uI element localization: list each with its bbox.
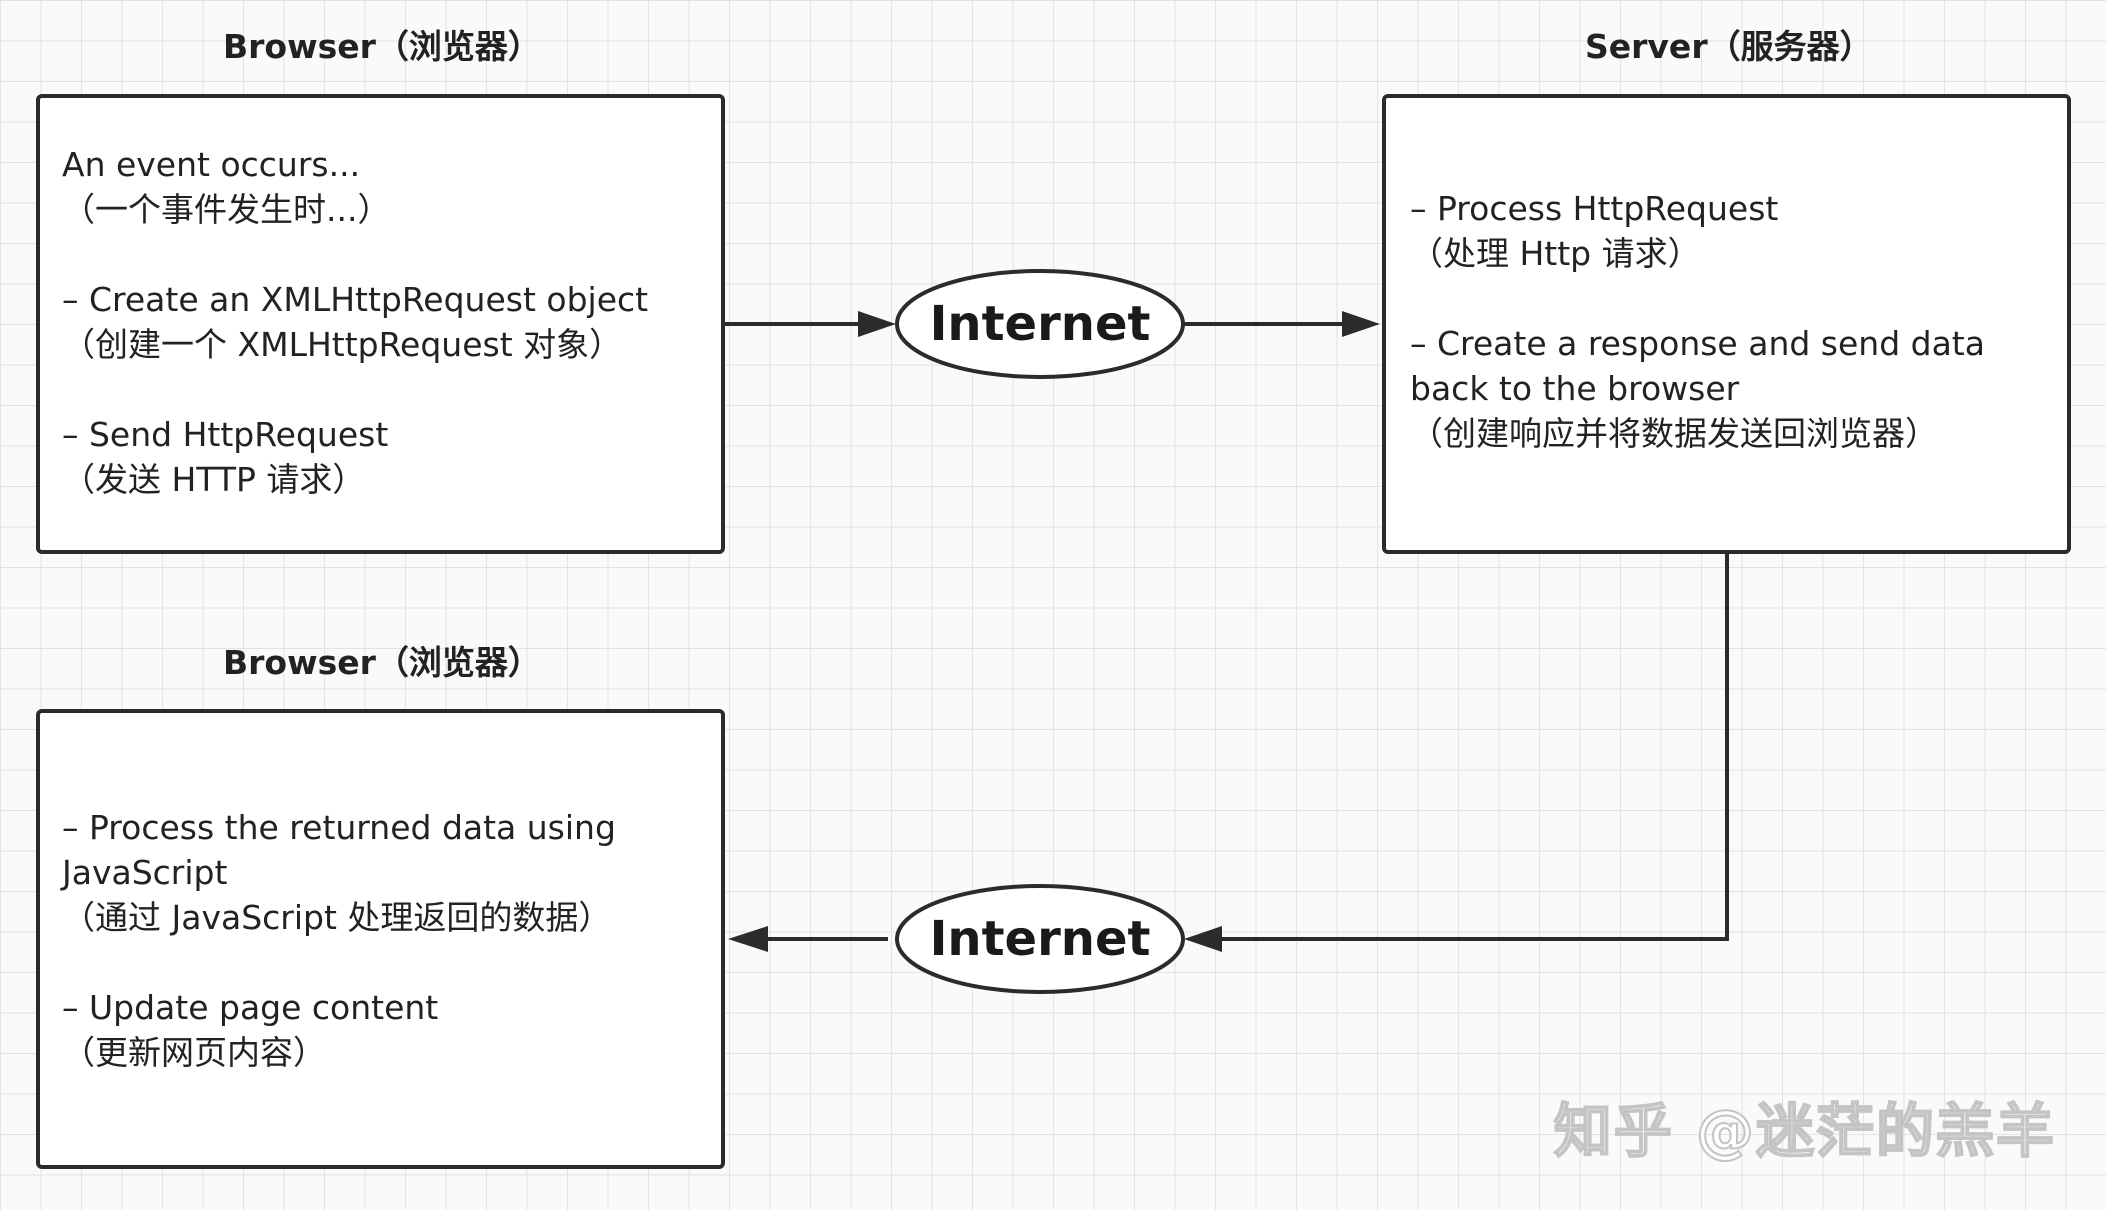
box-line: – Send HttpRequest: [62, 415, 389, 454]
box-line: – Update page content: [62, 988, 439, 1027]
arrowhead-into-internet-bottom: [1184, 926, 1222, 952]
browser-request-box: An event occurs... （一个事件发生时...） – Create…: [36, 94, 725, 554]
box-line: （处理 Http 请求）: [1410, 234, 1701, 273]
internet-label-bottom: Internet: [929, 911, 1151, 967]
zhihu-watermark: 知乎 @迷茫的羔羊: [1553, 1096, 2056, 1166]
arrowhead-into-server: [1342, 311, 1380, 337]
box-line-gap: [1410, 276, 2045, 321]
box-line-gap: [62, 367, 699, 412]
box-line: – Process HttpRequest: [1410, 189, 1779, 228]
internet-label-top: Internet: [929, 296, 1151, 352]
server-box: – Process HttpRequest （处理 Http 请求） – Cre…: [1382, 94, 2071, 554]
box-line: （更新网页内容）: [62, 1033, 326, 1072]
connector-server-to-internet-bottom: [1222, 552, 1729, 941]
browser-top-title: Browser（浏览器）: [223, 27, 541, 66]
box-line: （发送 HTTP 请求）: [62, 460, 366, 499]
box-line: （创建响应并将数据发送回浏览器）: [1410, 414, 1938, 453]
browser-bottom-title: Browser（浏览器）: [223, 643, 541, 682]
internet-oval-top: [895, 269, 1185, 379]
browser-response-box: – Process the returned data using JavaSc…: [36, 709, 725, 1169]
box-line: （通过 JavaScript 处理返回的数据）: [62, 898, 612, 937]
box-line: （创建一个 XMLHttpRequest 对象）: [62, 325, 623, 364]
arrowhead-into-internet-top: [858, 311, 896, 337]
box-line-gap: [62, 232, 699, 277]
box-line: JavaScript: [62, 853, 228, 892]
server-title: Server（服务器）: [1585, 27, 1873, 66]
box-line: – Process the returned data using: [62, 808, 616, 847]
arrowhead-into-browser-bottom: [728, 926, 768, 952]
box-line: – Create a response and send data: [1410, 324, 1985, 363]
box-line: （一个事件发生时...）: [62, 190, 391, 229]
box-line: – Create an XMLHttpRequest object: [62, 280, 649, 319]
box-line-gap: [62, 940, 699, 985]
internet-oval-bottom: [895, 884, 1185, 994]
box-line: back to the browser: [1410, 369, 1740, 408]
box-line: An event occurs...: [62, 145, 361, 184]
